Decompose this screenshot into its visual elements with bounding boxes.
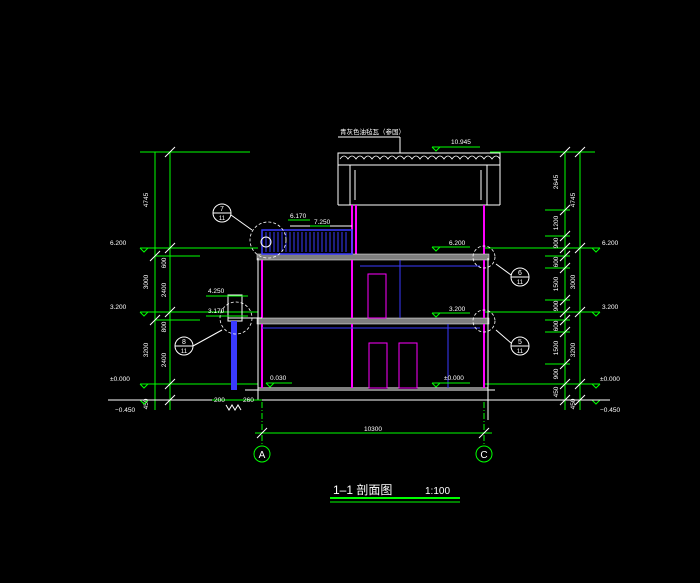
left-outer-dim-4: 450 (143, 398, 150, 409)
detail-callouts: 7 11 8 11 6 11 5 11 (174, 203, 530, 356)
right-elev-f3: 6.200 (602, 240, 619, 247)
axis-label-c: C (480, 450, 487, 461)
axis-bubble-c (475, 445, 493, 463)
inner-elev-f2: 3.200 (449, 306, 466, 313)
svg-text:11: 11 (517, 349, 524, 355)
detail-callout-6: 6 11 (472, 245, 530, 287)
svg-text:8: 8 (182, 339, 186, 346)
building-section (108, 152, 610, 445)
left-elev-f1: ±0.000 (110, 376, 130, 383)
right-inner-dim-10: 450 (553, 386, 560, 397)
svg-text:11: 11 (219, 216, 226, 222)
right-outer-dim-4: 450 (570, 398, 577, 409)
title-text: 1–1 剖面图 (333, 483, 392, 497)
left-floor-elevation: 0.030 (270, 375, 287, 382)
inner-elev-f1: ±0.000 (444, 375, 464, 382)
right-outer-dim-3: 3200 (570, 342, 577, 357)
right-inner-dim-1: 2645 (553, 174, 560, 189)
right-elev-f2: 3.200 (602, 304, 619, 311)
right-inner-dim-6: 900 (553, 300, 560, 311)
left-outer-dim-1: 4745 (143, 192, 150, 207)
svg-text:6: 6 (518, 270, 522, 277)
right-elev-f1: ±0.000 (600, 376, 620, 383)
left-outer-dim-3: 3200 (143, 342, 150, 357)
inner-elev-f3: 6.200 (449, 240, 466, 247)
svg-text:7: 7 (220, 206, 224, 213)
left-dimension-chains: 4745 3000 3200 450 600 2400 800 2400 (140, 146, 258, 410)
axis-bubbles: A C (253, 445, 493, 463)
left-inner-dim-1: 600 (161, 257, 168, 268)
svg-text:11: 11 (181, 349, 188, 355)
canopy-top-elevation: 4.250 (208, 288, 225, 295)
right-inner-dim-8: 1500 (553, 340, 560, 355)
detail-callout-8: 8 11 (174, 301, 253, 356)
left-inner-dim-3: 800 (161, 321, 168, 332)
canopy-bottom-elevation: 3.170 (208, 308, 225, 315)
left-dim-a: 200 (214, 397, 225, 404)
right-dimension-chains: 2645 1200 900 600 1500 900 600 1500 900 … (485, 146, 600, 410)
right-inner-dim-3: 900 (553, 237, 560, 248)
right-elev-ground: −0.450 (600, 407, 620, 414)
right-inner-dim-9: 900 (553, 368, 560, 379)
balcony-elevation: 6.170 (290, 213, 307, 220)
roof-material-note: 青灰色油毡瓦（参国） (340, 127, 405, 136)
drawing-title: 1–1 剖面图 1:100 (330, 483, 460, 503)
right-inner-dim-2: 1200 (553, 215, 560, 230)
title-scale: 1:100 (425, 486, 450, 497)
right-outer-dim-1: 4745 (570, 192, 577, 207)
right-elevation-marks: 6.200 3.200 ±0.000 −0.450 (591, 240, 620, 414)
left-elev-f3: 6.200 (110, 240, 127, 247)
right-inner-dim-5: 1500 (553, 276, 560, 291)
left-dim-b: 260 (243, 397, 254, 404)
balcony-railing (260, 225, 353, 255)
left-elev-f2: 3.200 (110, 304, 127, 311)
canopy (206, 294, 262, 411)
left-inner-dim-2: 2400 (161, 282, 168, 297)
roof (337, 152, 501, 206)
inner-elevation-labels: 6.200 3.200 ±0.000 0.030 6.170 7.250 4.2… (208, 213, 470, 388)
left-outer-dim-2: 3000 (143, 274, 150, 289)
detail-callout-7: 7 11 (212, 203, 287, 259)
right-inner-dim-4: 600 (553, 256, 560, 267)
balcony-rail-elevation: 7.250 (314, 219, 331, 226)
ridge-elevation: 10.945 (451, 139, 471, 146)
left-elev-ground: −0.450 (115, 407, 135, 414)
left-inner-dim-4: 2400 (161, 352, 168, 367)
right-inner-dim-7: 600 (553, 320, 560, 331)
left-elevation-marks: 6.200 3.200 ±0.000 −0.450 (110, 240, 149, 414)
svg-text:5: 5 (518, 339, 522, 346)
detail-callout-5: 5 11 (472, 309, 530, 356)
svg-text:11: 11 (517, 280, 524, 286)
right-outer-dim-2: 3000 (570, 274, 577, 289)
roof-annotation: 青灰色油毡瓦（参国） 10.945 (338, 127, 480, 153)
bottom-dimensions: 10300 200 260 (212, 397, 492, 439)
axis-bubble-a (253, 445, 271, 463)
axis-label-a: A (259, 450, 266, 461)
total-width-dim: 10300 (364, 426, 382, 433)
